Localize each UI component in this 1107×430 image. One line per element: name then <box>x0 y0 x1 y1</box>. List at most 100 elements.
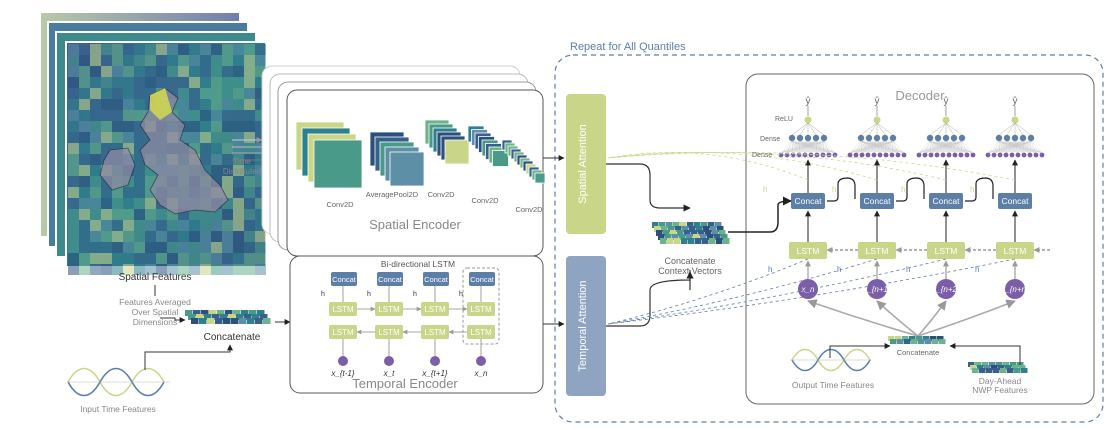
feature-map-face <box>534 172 546 184</box>
concat-cell <box>223 318 231 324</box>
features-averaged-note-3: Dimensions <box>133 317 177 327</box>
dense-edge <box>791 122 809 136</box>
dense-edge <box>791 140 836 154</box>
map-tile <box>189 209 200 220</box>
temporal-attention-block <box>566 256 606 396</box>
encoder-h-label: h <box>367 291 371 298</box>
decoder-body: ŷConcatLSTMhhx_nŷConcatLSTMhhx_{n+1}ŷCon… <box>607 96 1050 337</box>
map-tile <box>68 55 79 66</box>
map-tile <box>222 165 233 176</box>
map-tile <box>68 154 79 165</box>
concat-cell <box>228 314 236 320</box>
map-tile <box>233 209 244 220</box>
dense-node-1 <box>958 134 966 142</box>
dense-edge <box>868 140 905 154</box>
context-cell <box>660 238 667 244</box>
map-tile <box>211 121 222 132</box>
map-tile <box>244 253 255 264</box>
map-tile <box>79 99 90 110</box>
context-cell <box>717 226 724 232</box>
dense-node-2 <box>1015 152 1021 158</box>
map-tile <box>189 99 200 110</box>
map-tile <box>90 198 101 209</box>
context-label-1: Concatenate <box>664 256 715 266</box>
map-tile <box>200 220 211 231</box>
map-tile <box>134 165 145 176</box>
encoder-input-node <box>384 356 394 366</box>
dense-edge <box>929 140 968 154</box>
map-tile <box>112 231 123 242</box>
map-tile <box>123 66 134 77</box>
map-tile <box>222 44 233 55</box>
dense-node-2 <box>928 152 934 158</box>
decoder-lstm-label: LSTM <box>1004 246 1027 256</box>
map-tile <box>79 187 90 198</box>
map-tile <box>68 44 79 55</box>
map-tile <box>189 264 200 275</box>
dense-edge <box>924 140 931 154</box>
map-tile <box>200 154 211 165</box>
dense-node-2 <box>901 152 907 158</box>
map-tile <box>244 209 255 220</box>
context-cell <box>689 226 696 232</box>
nwp-label-2: NWP Features <box>972 385 1028 395</box>
dense-node-2 <box>934 152 940 158</box>
map-tile <box>211 110 222 121</box>
map-tile <box>79 209 90 220</box>
decoder-concat-cell <box>925 339 932 344</box>
dense-edge <box>1022 140 1037 154</box>
map-tile <box>79 154 90 165</box>
map-tile <box>112 55 123 66</box>
concat-cell <box>236 314 244 320</box>
dense-edge <box>953 140 956 154</box>
dense-edge <box>807 122 817 136</box>
dense-edge <box>884 140 905 154</box>
map-tile <box>90 110 101 121</box>
dense-edge <box>1014 140 1025 154</box>
map-tile <box>233 253 244 264</box>
map-tile <box>200 231 211 242</box>
dense-edge <box>937 122 947 136</box>
encoder-lstm-forward-label: LSTM <box>470 305 492 314</box>
map-tile <box>211 209 222 220</box>
context-cell <box>684 230 691 236</box>
dense-edge <box>937 140 968 154</box>
encoder-input-label: x_t <box>383 369 395 378</box>
context-cell <box>702 238 709 244</box>
concat-cell <box>247 318 255 324</box>
map-tile <box>112 264 123 275</box>
context-cell <box>716 238 723 244</box>
dense-edge <box>849 140 878 154</box>
map-tile <box>255 99 266 110</box>
dense-edge <box>1014 140 1019 154</box>
encoder-lstm-backward <box>329 325 357 339</box>
dense-edge <box>937 140 956 154</box>
dense-node-2 <box>1021 152 1027 158</box>
decoder-concat-cell <box>932 339 939 344</box>
concat-cell <box>260 314 268 320</box>
map-tile <box>90 132 101 143</box>
context-cell <box>661 226 668 232</box>
map-tile <box>123 55 134 66</box>
map-tile <box>90 44 101 55</box>
map-tile <box>134 66 145 77</box>
encoder-lstm-forward-label: LSTM <box>332 305 354 314</box>
map-tile <box>134 121 145 132</box>
map-tile <box>255 209 266 220</box>
context-cell <box>721 234 728 240</box>
context-cell <box>658 234 665 240</box>
map-tile <box>189 110 200 121</box>
dense-label-1: Dense <box>760 136 780 143</box>
feature-map <box>534 172 546 184</box>
dense-edge <box>868 122 878 136</box>
map-tile <box>112 187 123 198</box>
temporal-attention-feedback <box>607 258 878 325</box>
map-tile <box>90 99 101 110</box>
nwp-cell <box>975 362 982 367</box>
spatial-attention-label: Spatial Attention <box>577 124 589 204</box>
map-tile <box>178 231 189 242</box>
dense-edge <box>998 140 1031 154</box>
map-tile <box>145 66 156 77</box>
context-cell <box>708 222 715 228</box>
map-tile <box>123 132 134 143</box>
